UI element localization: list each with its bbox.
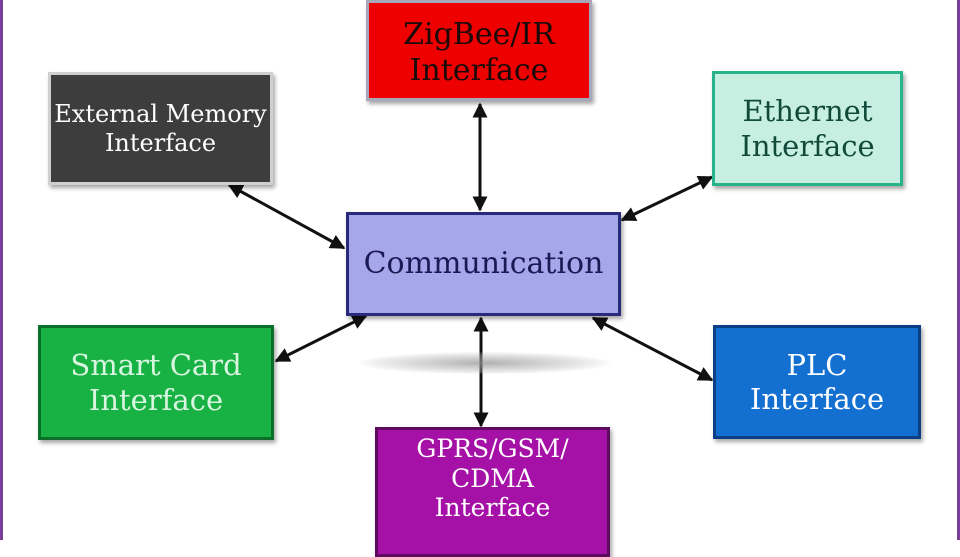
zigbee-line1: ZigBee/IR	[403, 17, 555, 53]
ethernet-interface-box: Ethernet Interface	[712, 71, 903, 186]
communication-label: Communication	[363, 246, 604, 282]
arrow-comm-smart-card	[274, 314, 368, 363]
diagram-frame	[0, 0, 960, 540]
gprs-line1: GPRS/GSM/	[416, 434, 569, 463]
zigbee-ir-interface-box: ZigBee/IR Interface	[366, 0, 592, 101]
center-shadow	[360, 352, 610, 374]
zigbee-line2: Interface	[409, 52, 549, 88]
plc-line1: PLC	[786, 347, 848, 382]
gprs-line3: Interface	[434, 493, 551, 522]
smart-card-interface-box: Smart Card Interface	[38, 325, 274, 440]
ethernet-line1: Ethernet	[742, 94, 873, 129]
gprs-line2: CDMA	[451, 463, 534, 493]
arrow-comm-plc	[591, 316, 714, 382]
smart-card-line1: Smart Card	[70, 348, 242, 383]
communication-box: Communication	[346, 212, 621, 316]
arrow-comm-ethernet	[620, 175, 714, 222]
ethernet-line2: Interface	[740, 128, 875, 163]
arrow-comm-external-memory	[227, 183, 346, 250]
plc-line2: Interface	[749, 382, 885, 416]
external-memory-line1: External Memory	[54, 100, 267, 129]
gprs-gsm-cdma-interface-box: GPRS/GSM/ CDMA Interface	[375, 427, 610, 557]
plc-interface-box: PLC Interface	[713, 325, 921, 439]
smart-card-line2: Interface	[88, 382, 224, 417]
external-memory-line2: Interface	[104, 128, 217, 157]
external-memory-interface-box: External Memory Interface	[48, 72, 273, 185]
